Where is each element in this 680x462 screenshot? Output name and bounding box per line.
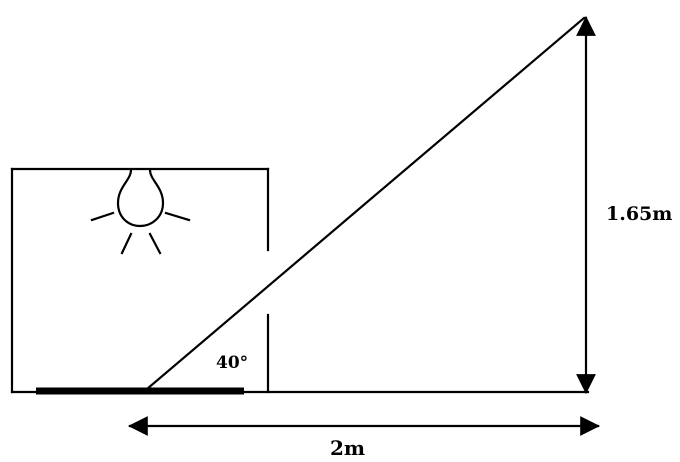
distance-label: 2m: [330, 436, 365, 460]
bulb-ray-right: [164, 211, 191, 222]
sight-line: [145, 16, 586, 391]
light-bulb-icon: [90, 168, 191, 255]
bulb-ray-left: [90, 211, 115, 222]
angle-label: 40°: [216, 353, 248, 373]
bulb-ray-bottom-right: [148, 232, 162, 255]
room-outline: [10, 167, 270, 394]
height-label: 1.65m: [606, 203, 672, 225]
bulb-ray-bottom-left: [120, 232, 133, 255]
